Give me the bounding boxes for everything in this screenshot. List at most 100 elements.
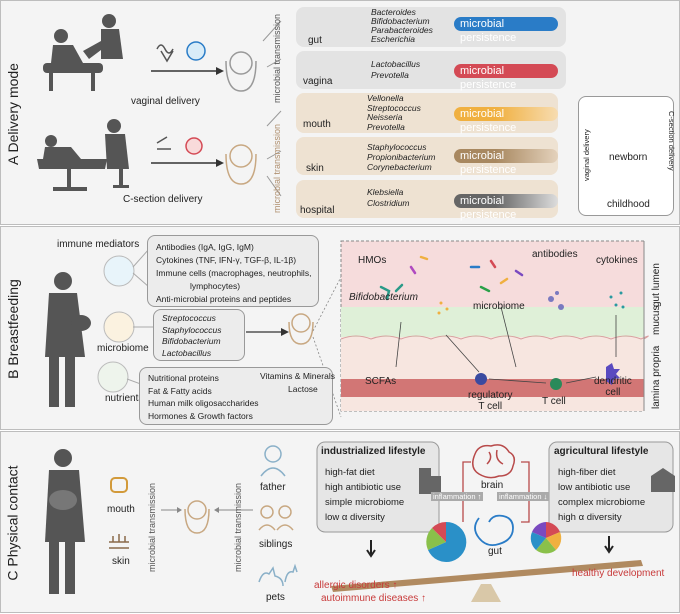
skin-c-label: skin <box>112 556 130 567</box>
microbiome-item-2: Staphylococcus <box>162 324 222 335</box>
nutrient-item-1: Nutritional proteins <box>148 373 219 383</box>
industrialized-item-4: low α diversity <box>325 512 385 523</box>
gut-bacteria-list: Bacteroides Bifidobacterium Parabacteroi… <box>371 8 433 44</box>
vagina-persistence-bar: microbial persistence <box>454 64 558 91</box>
antibodies-label: antibodies <box>532 249 578 260</box>
industrialized-item-3: simple microbiome <box>325 497 405 508</box>
nutrient-item-6: Lactose <box>288 383 318 394</box>
industrialized-item-1: high-fat diet <box>325 467 375 478</box>
site-skin: skin <box>306 163 324 174</box>
microbiome-list: Streptococcus Staphylococcus Bifidobacte… <box>162 313 222 359</box>
skin-bacterium-3: Corynebacterium <box>367 162 432 172</box>
mouth-persistence-bar: microbial persistence <box>454 107 558 134</box>
mucus-label: mucus <box>651 305 662 335</box>
nutrients-list-left: Nutritional proteins Fat & Fatty acids H… <box>148 372 259 422</box>
panel-c-illustrations <box>45 441 675 602</box>
site-vagina: vagina <box>303 76 333 87</box>
immune-item-3: Immune cells (macrophages, neutrophils, <box>156 268 312 278</box>
pets-label: pets <box>266 592 285 603</box>
agricultural-item-2: low antibiotic use <box>558 482 631 493</box>
vagina-bacterium-2: Prevotella <box>371 70 409 80</box>
gut-bacterium-2: Bifidobacterium <box>371 16 430 26</box>
microbiome-item-1: Streptococcus <box>162 313 216 323</box>
mouth-bacterium-1: Vellonella <box>367 93 404 103</box>
microbiome-item-4: Lactobacillus <box>162 347 212 358</box>
microbial-transmission-c-right: microbial transmission <box>233 482 243 572</box>
inset-vaginal-delivery: vaginal delivery <box>582 129 591 181</box>
skin-bacteria-list: Staphylococcus Propionibacterium Coryneb… <box>367 142 436 172</box>
c-section-delivery-label: C-section delivery <box>123 194 203 205</box>
agricultural-item-3: complex microbiome <box>558 497 646 508</box>
nutrient-item-5: Vitamins & Minerals <box>260 371 335 381</box>
mouth-bacteria-list: Vellonella Streptococcus Neisseria Prevo… <box>367 93 421 132</box>
industrialized-title: industrialized lifestyle <box>321 446 426 457</box>
scfas-label: SCFAs <box>365 376 397 387</box>
inflammation-down-tag: inflammation ↓ <box>497 492 550 501</box>
site-gut: gut <box>308 35 322 46</box>
panel-a-delivery-mode: A Delivery mode <box>0 0 680 225</box>
allergic-disorders-label: allergic disorders ↑ <box>314 580 398 591</box>
mouth-bacterium-3: Neisseria <box>367 112 403 122</box>
father-label: father <box>260 482 286 493</box>
nutrient-item-2: Fat & Fatty acids <box>148 385 212 396</box>
skin-bacterium-2: Propionibacterium <box>367 152 436 162</box>
immune-item-1: Antibodies (IgA, IgG, IgM) <box>156 242 254 252</box>
autoimmune-diseases-label: autoimmune diseases ↑ <box>321 593 427 604</box>
mouth-c-label: mouth <box>107 504 135 515</box>
cytokines-label: cytokines <box>596 255 638 266</box>
nutrients-label: nutrients <box>105 393 144 404</box>
nutrients-list-right: Vitamins & Minerals Lactose <box>260 370 335 395</box>
agricultural-title: agricultural lifestyle <box>554 446 649 457</box>
agricultural-item-1: high-fiber diet <box>558 467 616 478</box>
siblings-label: siblings <box>259 539 293 550</box>
vaginal-delivery-label: vaginal delivery <box>131 96 200 107</box>
industrialized-list: high-fat diet high antibiotic use simple… <box>325 465 404 525</box>
agricultural-list: high-fiber diet low antibiotic use compl… <box>558 465 645 525</box>
panel-c-physical-contact: C Physical contact <box>0 431 680 613</box>
gut-bacterium-4: Escherichia <box>371 34 415 44</box>
regulatory-t-cell-label: regulatory T cell <box>468 390 513 412</box>
immune-item-5: Anti-microbial proteins and peptides <box>156 294 292 304</box>
inset-c-section-delivery: C-section delivery <box>667 111 676 171</box>
hospital-persistence-bar: microbial persistence <box>454 194 558 221</box>
brain-label: brain <box>481 480 504 491</box>
skin-persistence-bar: microbial persistence <box>454 149 558 176</box>
vagina-bacterium-1: Lactobacillus <box>371 59 421 69</box>
gut-c-label: gut <box>488 546 502 557</box>
mouth-bacterium-2: Streptococcus <box>367 102 421 113</box>
mouth-bacterium-4: Prevotella <box>367 121 405 132</box>
nutrient-item-3: Human milk oligosaccharides <box>148 398 259 408</box>
microbial-transmission-a-bottom: microbial transmission <box>272 123 282 213</box>
nutrient-item-4: Hormones & Growth factors <box>148 410 253 421</box>
gut-lumen-label: gut lumen <box>651 263 662 307</box>
agricultural-item-4: high α diversity <box>558 512 622 523</box>
nutrients-box: Nutritional proteins Fat & Fatty acids H… <box>139 367 335 425</box>
inset-newborn-label: newborn <box>609 152 648 163</box>
gut-bacterium-3: Parabacteroides <box>371 25 433 35</box>
immune-item-2: Cytokines (TNF, IFN-γ, TGF-β, IL-1β) <box>156 255 297 265</box>
dendritic-cell-label: dendritic cell <box>594 376 632 398</box>
immune-list: Antibodies (IgA, IgG, IgM) Cytokines (TN… <box>156 241 311 306</box>
microbiome-item-3: Bifidobacterium <box>162 336 221 346</box>
microbial-transmission-c-left: microbial transmission <box>147 482 157 572</box>
immune-item-4: lymphocytes) <box>190 281 241 291</box>
immune-mediators-box: Antibodies (IgA, IgG, IgM) Cytokines (TN… <box>147 235 319 307</box>
healthy-development-label: healthy development <box>572 568 665 579</box>
vagina-bacteria-list: Lactobacillus Prevotella <box>371 59 420 81</box>
site-mouth: mouth <box>303 119 331 130</box>
t-cell-label: T cell <box>542 396 566 407</box>
microbial-transmission-a-top: microbial transmission <box>272 13 282 103</box>
inset-childhood-label: childhood <box>607 199 650 210</box>
inflammation-up-tag: inflammation ↑ <box>431 492 484 501</box>
gut-bacterium-1: Bacteroides <box>371 7 416 17</box>
hospital-bacterium-1: Klebsiella <box>367 187 404 197</box>
hospital-bacteria-list: Klebsiella Clostridium <box>367 187 410 209</box>
hmos-label: HMOs <box>358 255 387 266</box>
industrialized-item-2: high antibiotic use <box>325 482 402 493</box>
panel-b-breastfeeding: B Breastfeeding <box>0 226 680 430</box>
skin-bacterium-1: Staphylococcus <box>367 142 427 152</box>
lamina-propria-label: lamina propria <box>651 345 662 409</box>
site-hospital: hospital <box>300 205 335 216</box>
hospital-bacterium-2: Clostridium <box>367 198 410 208</box>
gut-persistence-bar: microbial persistence <box>454 17 558 44</box>
